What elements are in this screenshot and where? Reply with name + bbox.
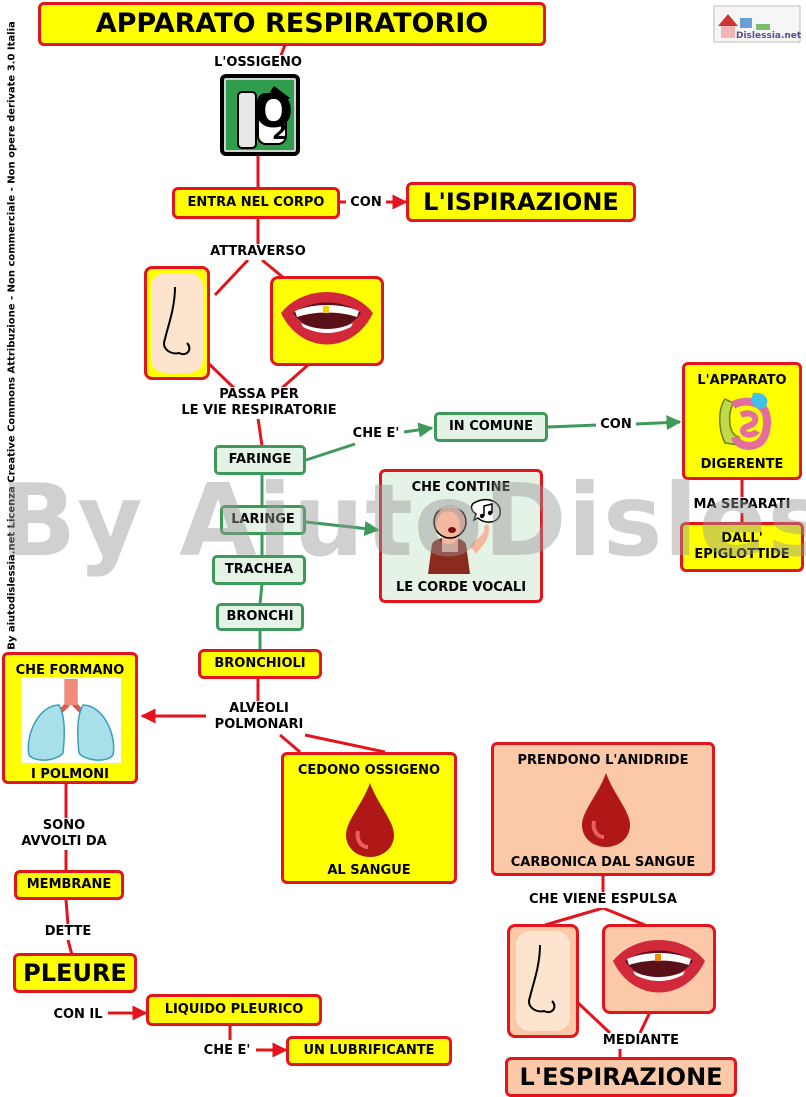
digerente-label: DIGERENTE: [700, 457, 784, 472]
label-con-1: CON: [346, 195, 386, 211]
label-che-e-2: CHE E': [198, 1043, 256, 1059]
label-alveoli: ALVEOLI POLMONARI: [206, 701, 312, 733]
cedono-label: CEDONO OSSIGENO: [297, 763, 441, 778]
label-sono-avvolti: SONO AVVOLTI DA: [8, 818, 120, 850]
panel-prendono-anidride: PRENDONO L'ANIDRIDE CARBONICA DAL SANGUE: [491, 742, 715, 876]
prendono-label: PRENDONO L'ANIDRIDE: [517, 753, 689, 768]
node-bronchioli: BRONCHIOLI: [198, 649, 322, 679]
panel-corde-vocali: CHE CONTINE LE CORDE VOCALI: [379, 469, 543, 603]
label-dette: DETTE: [38, 924, 98, 940]
node-laringe: LARINGE: [220, 505, 306, 535]
dislessia-logo: Dislessia.net: [712, 4, 802, 44]
nose-picture-2: [507, 924, 579, 1038]
alveoli-line-1: ALVEOLI: [229, 701, 289, 716]
label-passa-line-2: LE VIE RESPIRATORIE: [181, 403, 337, 418]
label-mediante: MEDIANTE: [588, 1033, 694, 1049]
o2-subscript: 2: [272, 120, 288, 145]
node-liquido-pleurico: LIQUIDO PLEURICO: [146, 994, 322, 1026]
label-con-il: CON IL: [48, 1007, 108, 1023]
watermark: By AiutoDislessia.net: [0, 462, 806, 579]
panel-cedono-ossigeno: CEDONO OSSIGENO AL SANGUE: [281, 752, 457, 884]
i-polmoni-label: I POLMONI: [31, 767, 109, 782]
nose-picture: [144, 266, 210, 380]
node-espirazione: L'ESPIRAZIONE: [505, 1057, 737, 1097]
label-passa-per: PASSA PER LE VIE RESPIRATORIE: [168, 387, 350, 419]
apparato-label: L'APPARATO: [697, 373, 787, 388]
mouth-icon: [613, 940, 705, 993]
intestine-icon: [719, 392, 771, 450]
epiglottide-line-2: EPIGLOTTIDE: [694, 547, 790, 562]
blood-drop-icon: [582, 773, 630, 847]
node-lubrificante: UN LUBRIFICANTE: [286, 1036, 452, 1066]
logo-text: Dislessia.net: [736, 31, 802, 41]
blood-drop-icon: [346, 783, 394, 857]
mouth-picture-2: [602, 924, 716, 1014]
singer-icon: [428, 498, 501, 574]
node-bronchi: BRONCHI: [216, 603, 304, 631]
mouth-icon: [281, 292, 373, 345]
label-passa-line-1: PASSA PER: [219, 387, 299, 402]
node-trachea: TRACHEA: [212, 555, 306, 585]
o2-symbol: O: [254, 84, 294, 138]
che-contine-label: CHE CONTINE: [411, 480, 511, 495]
label-attraverso: ATTRAVERSO: [200, 244, 316, 260]
panel-polmoni: CHE FORMANO I POLMONI: [2, 652, 138, 784]
panel-apparato-digerente: L'APPARATO DIGERENTE: [682, 362, 802, 480]
nose-icon: [516, 931, 570, 1031]
al-sangue-label: AL SANGUE: [327, 863, 411, 878]
corde-vocali-label: LE CORDE VOCALI: [395, 580, 527, 595]
sono-line-1: SONO: [42, 818, 86, 833]
label-con-2: CON: [596, 417, 636, 433]
label-ossigeno: L'OSSIGENO: [206, 55, 310, 71]
node-entra-nel-corpo: ENTRA NEL CORPO: [172, 187, 340, 219]
epiglottide-line-1: DALL': [721, 531, 763, 546]
carbonica-label: CARBONICA DAL SANGUE: [510, 855, 696, 870]
lungs-icon: [21, 677, 121, 763]
alveoli-line-2: POLMONARI: [214, 717, 304, 732]
oxygen-tank-icon: O 2: [220, 74, 300, 156]
node-faringe: FARINGE: [214, 445, 306, 475]
node-pleure: PLEURE: [13, 953, 137, 993]
label-che-e-1: CHE E': [348, 426, 404, 442]
node-in-comune: IN COMUNE: [434, 412, 548, 442]
sono-line-2: AVVOLTI DA: [21, 834, 107, 849]
label-ma-separati: MA SEPARATI: [686, 497, 798, 513]
mouth-picture: [270, 276, 384, 366]
node-membrane: MEMBRANE: [14, 870, 124, 900]
node-ispirazione: L'ISPIRAZIONE: [406, 182, 636, 222]
label-che-viene-espulsa: CHE VIENE ESPULSA: [518, 892, 688, 908]
che-formano-label: CHE FORMANO: [15, 663, 125, 678]
nose-icon: [151, 273, 203, 373]
page-title: APPARATO RESPIRATORIO: [38, 2, 546, 46]
house-logo-icon: [713, 5, 801, 43]
node-epiglottide: DALL' EPIGLOTTIDE: [680, 522, 804, 572]
